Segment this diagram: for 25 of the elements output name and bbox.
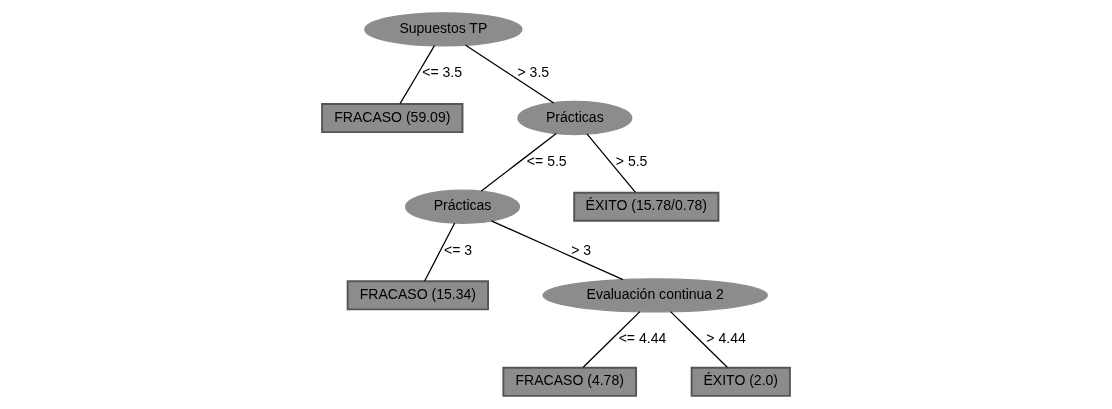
node-box: FRACASO (15.34) xyxy=(346,280,489,311)
edge-label: > 3.5 xyxy=(517,64,550,81)
node-box: FRACASO (59.09) xyxy=(321,103,464,134)
connector xyxy=(424,222,456,282)
connector xyxy=(490,220,624,281)
edge-label: <= 5.5 xyxy=(526,152,567,169)
edge-label: <= 4.44 xyxy=(618,330,667,347)
node-ellipse: Supuestos TP xyxy=(364,12,523,47)
edge-label: <= 3 xyxy=(443,241,473,258)
connector xyxy=(399,45,436,105)
node-ellipse: Prácticas xyxy=(517,100,633,136)
connector xyxy=(480,132,557,192)
connector xyxy=(586,133,636,193)
edge-label: <= 3.5 xyxy=(422,64,462,81)
node-box: ÉXITO (15.78/0.78) xyxy=(573,191,720,222)
edge-label: > 5.5 xyxy=(615,152,648,169)
edge-label: > 3 xyxy=(571,241,592,258)
node-ellipse: Prácticas xyxy=(404,189,521,224)
node-box: FRACASO (4.78) xyxy=(502,366,638,397)
connector xyxy=(465,44,555,104)
node-ellipse: Evaluación continua 2 xyxy=(542,278,768,313)
node-box: ÉXITO (2.0) xyxy=(690,366,791,397)
edge-label: > 4.44 xyxy=(706,330,746,347)
connector xyxy=(582,311,641,368)
connector xyxy=(669,311,728,368)
